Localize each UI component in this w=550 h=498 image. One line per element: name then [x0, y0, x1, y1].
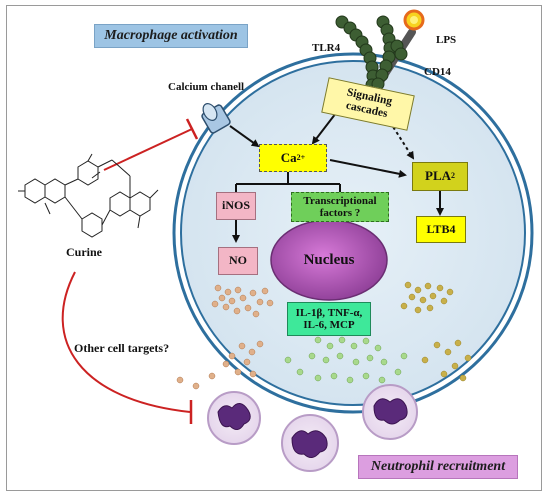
inhibition-channel-bar [185, 118, 199, 140]
pla2-label: PLA [425, 168, 451, 184]
macrophage-activation-title: Macrophage activation [94, 24, 248, 48]
arrow-channel-to-calcium [229, 125, 260, 148]
dots-left [211, 284, 274, 318]
receptor-cluster [335, 9, 425, 98]
neutrophil-2 [281, 414, 339, 472]
mediator-dots [176, 281, 472, 390]
calcium-label: Ca [280, 149, 297, 165]
other-targets-label: Other cell targets? [74, 341, 170, 355]
cytokines-node: IL-1β, TNF-α, IL-6, MCP [287, 302, 371, 336]
inhibition-lines [61, 118, 199, 424]
tlr4-beads [335, 15, 408, 92]
lps-label: LPS [436, 34, 457, 46]
calcium-channel-icon [201, 103, 231, 134]
neutrophil-1 [207, 391, 261, 445]
neutrophil-recruitment-title: Neutrophil recruitment [358, 455, 518, 479]
ltb4-node: LTB4 [416, 216, 466, 243]
neutrophil-3 [362, 384, 418, 440]
cytokines-line-1: IL-1β, TNF-α, [295, 306, 363, 319]
arrow-calcium-to-pla2 [329, 159, 407, 178]
inos-node: iNOS [216, 192, 256, 220]
dots-green [284, 336, 408, 384]
figure-frame [6, 5, 542, 491]
cytokines-line-2: IL-6, MCP [303, 319, 355, 331]
no-node: NO [218, 247, 258, 275]
curine-label: Curine [66, 245, 102, 259]
tlr4-label: TLR4 [312, 42, 341, 54]
inhibition-channel-line [103, 128, 193, 171]
lps-icon [403, 9, 425, 31]
pla2-subscript: 2 [451, 171, 455, 181]
arrow-signaling-to-calcium [311, 112, 337, 145]
dots-right [400, 281, 472, 382]
calcium-channel-label: Calcium chanell [168, 81, 245, 93]
calcium-superscript: 2+ [296, 152, 306, 162]
transcriptional-factors-node: Transcriptional factors ? [291, 192, 389, 222]
curine-structure-icon [18, 153, 159, 238]
nucleus-label: Nucleus [303, 251, 355, 268]
cd14-label: CD14 [424, 66, 451, 78]
dots-lower-left [176, 340, 264, 390]
inhibition-neutrophil-curve [61, 271, 191, 413]
neutrophils [207, 384, 418, 472]
